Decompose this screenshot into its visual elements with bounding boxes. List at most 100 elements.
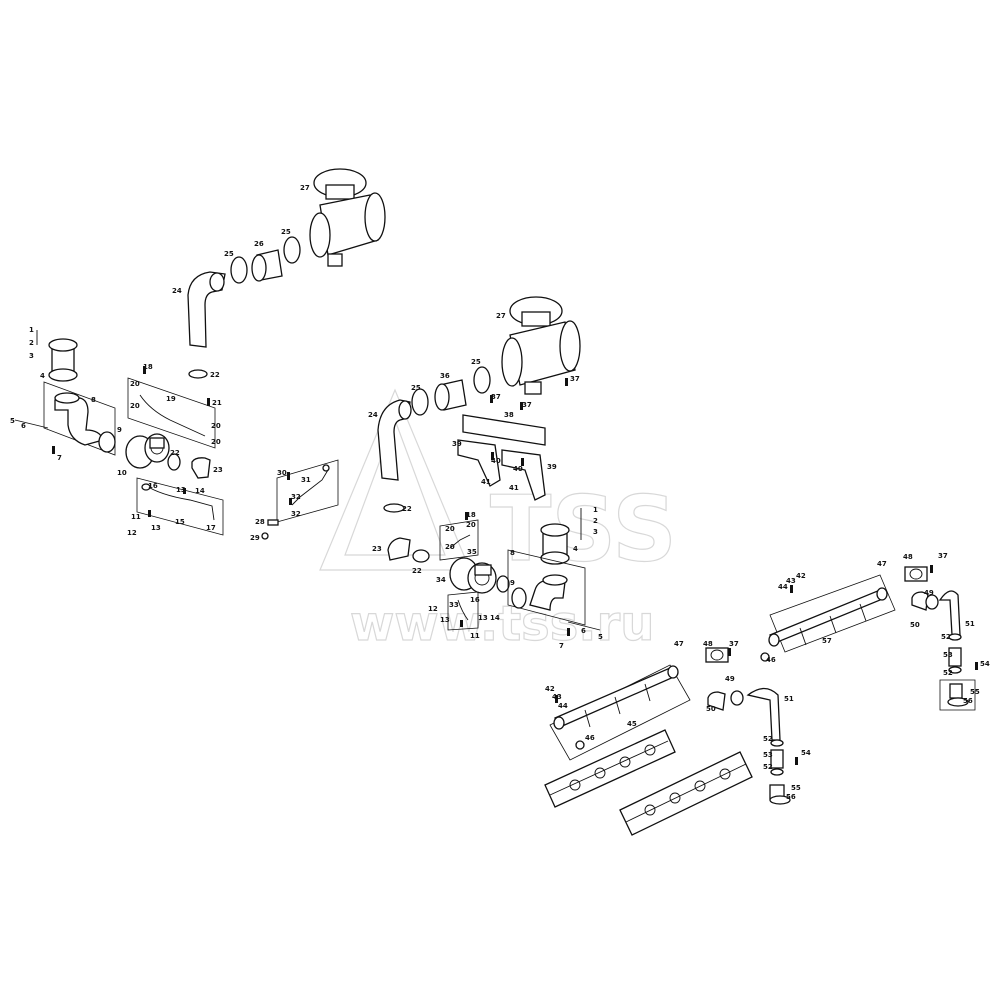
label-11: 11 bbox=[131, 513, 141, 521]
label-16: 16 bbox=[470, 596, 480, 604]
label-35: 35 bbox=[467, 548, 477, 556]
elbow-50-lower bbox=[707, 691, 726, 711]
label-52: 52 bbox=[941, 633, 951, 641]
label-45: 45 bbox=[627, 720, 637, 728]
label-34: 34 bbox=[436, 576, 446, 584]
label-20: 20 bbox=[130, 380, 140, 388]
label-53: 53 bbox=[943, 651, 953, 659]
label-5: 5 bbox=[10, 417, 15, 425]
label-56: 56 bbox=[963, 697, 973, 705]
label-20: 20 bbox=[445, 525, 455, 533]
label-44: 44 bbox=[778, 583, 788, 591]
label-52: 52 bbox=[763, 735, 773, 743]
label-53: 53 bbox=[763, 751, 773, 759]
label-14: 14 bbox=[490, 614, 500, 622]
label-42: 42 bbox=[796, 572, 806, 580]
air-cleaner-left bbox=[309, 168, 386, 267]
manifold-57 bbox=[769, 589, 886, 644]
label-56: 56 bbox=[786, 793, 796, 801]
frame-55-upper bbox=[939, 679, 976, 711]
label-32: 32 bbox=[291, 510, 301, 518]
label-25: 25 bbox=[411, 384, 421, 392]
elbow-23-left bbox=[191, 457, 211, 479]
water-outlet-48-upper bbox=[904, 566, 928, 582]
label-2: 2 bbox=[593, 517, 598, 525]
oil-line-19 bbox=[139, 394, 206, 437]
label-6: 6 bbox=[581, 627, 586, 635]
label-25: 25 bbox=[281, 228, 291, 236]
label-46: 46 bbox=[766, 656, 776, 664]
exhaust-elbow-left bbox=[54, 397, 104, 446]
label-20: 20 bbox=[130, 402, 140, 410]
label-30: 30 bbox=[277, 469, 287, 477]
label-3: 3 bbox=[593, 528, 598, 536]
label-37: 37 bbox=[522, 401, 532, 409]
label-28: 28 bbox=[255, 518, 265, 526]
label-37: 37 bbox=[938, 552, 948, 560]
label-15: 15 bbox=[175, 518, 185, 526]
label-40: 40 bbox=[513, 465, 523, 473]
label-16: 16 bbox=[148, 482, 158, 490]
label-4: 4 bbox=[573, 545, 578, 553]
label-37: 37 bbox=[729, 640, 739, 648]
label-41: 41 bbox=[481, 478, 491, 486]
label-39: 39 bbox=[547, 463, 557, 471]
turbocharger-left bbox=[125, 433, 170, 469]
label-6: 6 bbox=[21, 422, 26, 430]
clamp-22-left bbox=[188, 369, 208, 379]
label-27: 27 bbox=[300, 184, 310, 192]
label-31: 31 bbox=[301, 476, 311, 484]
label-1: 1 bbox=[593, 506, 598, 514]
clamp-left-b bbox=[283, 236, 301, 264]
assembly-right: 42 43 44 47 48 37 46 49 50 51 57 52 53 5… bbox=[544, 552, 990, 836]
label-18: 18 bbox=[466, 511, 476, 519]
label-13: 13 bbox=[151, 524, 161, 532]
sleeve-53-lower bbox=[770, 749, 784, 769]
watermark-site: www.tss.ru bbox=[350, 596, 654, 652]
elbow-50-upper bbox=[911, 591, 929, 611]
label-1: 1 bbox=[29, 326, 34, 334]
label-25: 25 bbox=[471, 358, 481, 366]
label-55: 55 bbox=[970, 688, 980, 696]
label-26: 26 bbox=[254, 240, 264, 248]
label-54: 54 bbox=[980, 660, 990, 668]
clamp-22-left-b bbox=[167, 453, 181, 471]
assembly-left: 27 25 26 25 24 22 1 2 3 4 8 9 10 5 6 7 1… bbox=[10, 168, 386, 542]
label-24: 24 bbox=[172, 287, 182, 295]
label-42: 42 bbox=[545, 685, 555, 693]
label-12: 12 bbox=[428, 605, 438, 613]
label-52: 52 bbox=[763, 763, 773, 771]
label-8: 8 bbox=[91, 396, 96, 404]
clamp-left-a bbox=[230, 256, 248, 284]
label-29: 29 bbox=[250, 534, 260, 542]
label-13: 13 bbox=[478, 614, 488, 622]
label-22: 22 bbox=[412, 567, 422, 575]
clamp-center-a bbox=[411, 388, 429, 416]
label-14: 14 bbox=[195, 487, 205, 495]
label-50: 50 bbox=[706, 705, 716, 713]
label-7: 7 bbox=[559, 642, 564, 650]
bracket-39-right bbox=[501, 449, 546, 501]
frame-19-left bbox=[127, 377, 216, 449]
watermark: TSS www.tss.ru bbox=[319, 388, 678, 653]
cylinder-heads bbox=[544, 729, 753, 836]
frame-15-left bbox=[136, 477, 224, 536]
label-48: 48 bbox=[703, 640, 713, 648]
label-24: 24 bbox=[368, 411, 378, 419]
label-20: 20 bbox=[211, 422, 221, 430]
label-44: 44 bbox=[558, 702, 568, 710]
label-18: 18 bbox=[143, 363, 153, 371]
label-2: 2 bbox=[29, 339, 34, 347]
label-43: 43 bbox=[786, 577, 796, 585]
clamp-22-center bbox=[383, 503, 405, 513]
elbow-23-center bbox=[387, 537, 411, 561]
frame-8-center bbox=[507, 549, 586, 626]
label-9: 9 bbox=[510, 579, 515, 587]
label-3: 3 bbox=[29, 352, 34, 360]
label-57: 57 bbox=[822, 637, 832, 645]
label-23: 23 bbox=[213, 466, 223, 474]
cylinder-head-left bbox=[544, 729, 676, 808]
label-55: 55 bbox=[791, 784, 801, 792]
label-21: 21 bbox=[212, 399, 222, 407]
